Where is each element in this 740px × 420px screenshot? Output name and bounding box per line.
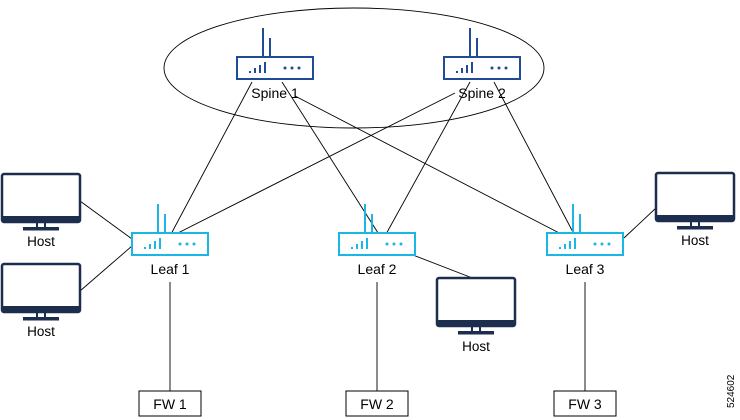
leaf-label: Leaf 1	[151, 261, 190, 277]
switch-icon	[236, 27, 314, 80]
monitor-icon	[0, 172, 82, 232]
host-monitor[interactable]	[0, 172, 82, 232]
spine-label: Spine 1	[251, 85, 299, 101]
switch-icon	[338, 203, 416, 256]
host-monitor[interactable]	[435, 276, 517, 336]
switch-icon	[131, 203, 209, 256]
leaf-switch[interactable]	[338, 203, 416, 256]
firewall-label: FW 1	[153, 396, 187, 412]
firewall-box[interactable]: FW 2	[345, 390, 409, 417]
monitor-icon	[435, 276, 517, 336]
spine-switch[interactable]	[443, 27, 521, 80]
switch-icon	[443, 27, 521, 80]
leaf-label: Leaf 3	[566, 261, 605, 277]
switch-icon	[546, 203, 624, 256]
host-label: Host	[27, 234, 55, 249]
firewall-label: FW 2	[360, 396, 394, 412]
spine-switch[interactable]	[236, 27, 314, 80]
host-label: Host	[681, 233, 709, 248]
spine-group-ellipse	[163, 7, 545, 129]
leaf-fw-links	[169, 282, 586, 391]
host-monitor[interactable]	[654, 171, 736, 231]
leaf-switch[interactable]	[546, 203, 624, 256]
host-label: Host	[27, 324, 55, 339]
spine-label: Spine 2	[458, 85, 506, 101]
leaf-label: Leaf 2	[358, 261, 397, 277]
monitor-icon	[0, 262, 82, 322]
firewall-box[interactable]: FW 1	[138, 390, 202, 417]
leaf-switch[interactable]	[131, 203, 209, 256]
host-monitor[interactable]	[0, 262, 82, 322]
firewall-box[interactable]: FW 3	[553, 390, 617, 417]
spine-leaf-links	[169, 81, 576, 237]
firewall-label: FW 3	[568, 396, 602, 412]
figure-number: 524602	[726, 374, 737, 408]
monitor-icon	[654, 171, 736, 231]
host-label: Host	[462, 339, 490, 354]
